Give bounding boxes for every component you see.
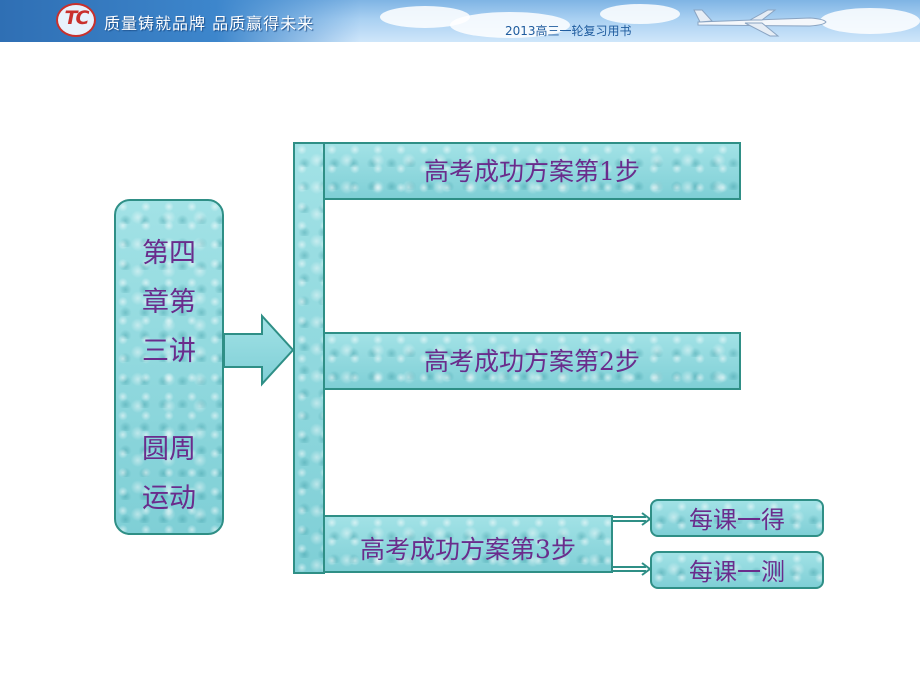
chapter-title-line: 运动	[142, 483, 196, 514]
cloud-decoration	[450, 12, 570, 38]
chapter-title-line: 第四	[142, 238, 196, 269]
step-1-label: 高考成功方案第1步	[424, 157, 640, 186]
tree-spine	[293, 142, 325, 574]
logo-text: TC	[64, 7, 90, 29]
slogan: 质量铸就品牌 品质赢得未来	[104, 14, 315, 33]
book-tag: 2013高三一轮复习用书	[505, 24, 632, 38]
substep-2-box[interactable]: 每课一测	[650, 551, 824, 589]
block-arrow	[223, 313, 295, 387]
header-banner: TC 质量铸就品牌 品质赢得未来 2013高三一轮复习用书	[0, 0, 920, 42]
cloud-decoration	[820, 8, 920, 34]
chapter-title: 第四 章第 三讲 圆周 运动	[116, 229, 222, 523]
step-2-label: 高考成功方案第2步	[424, 347, 640, 376]
cloud-decoration	[600, 4, 680, 24]
step-2-box[interactable]: 高考成功方案第2步	[323, 332, 741, 390]
connector-arrow-bottom	[613, 562, 652, 576]
airplane-icon	[693, 9, 827, 37]
substep-2-label: 每课一测	[689, 558, 785, 586]
step-3-label: 高考成功方案第3步	[360, 535, 576, 564]
step-1-box[interactable]: 高考成功方案第1步	[323, 142, 741, 200]
chapter-title-line: 三讲	[142, 336, 196, 367]
substep-1-label: 每课一得	[689, 506, 785, 534]
chapter-title-line: 圆周	[142, 434, 196, 465]
chapter-title-line: 章第	[142, 287, 196, 318]
chapter-box: 第四 章第 三讲 圆周 运动	[114, 199, 224, 535]
cloud-decoration	[380, 6, 470, 28]
connector-arrow-top	[613, 512, 652, 526]
substep-1-box[interactable]: 每课一得	[650, 499, 824, 537]
logo: TC	[56, 3, 96, 37]
step-3-box[interactable]: 高考成功方案第3步	[323, 515, 613, 573]
